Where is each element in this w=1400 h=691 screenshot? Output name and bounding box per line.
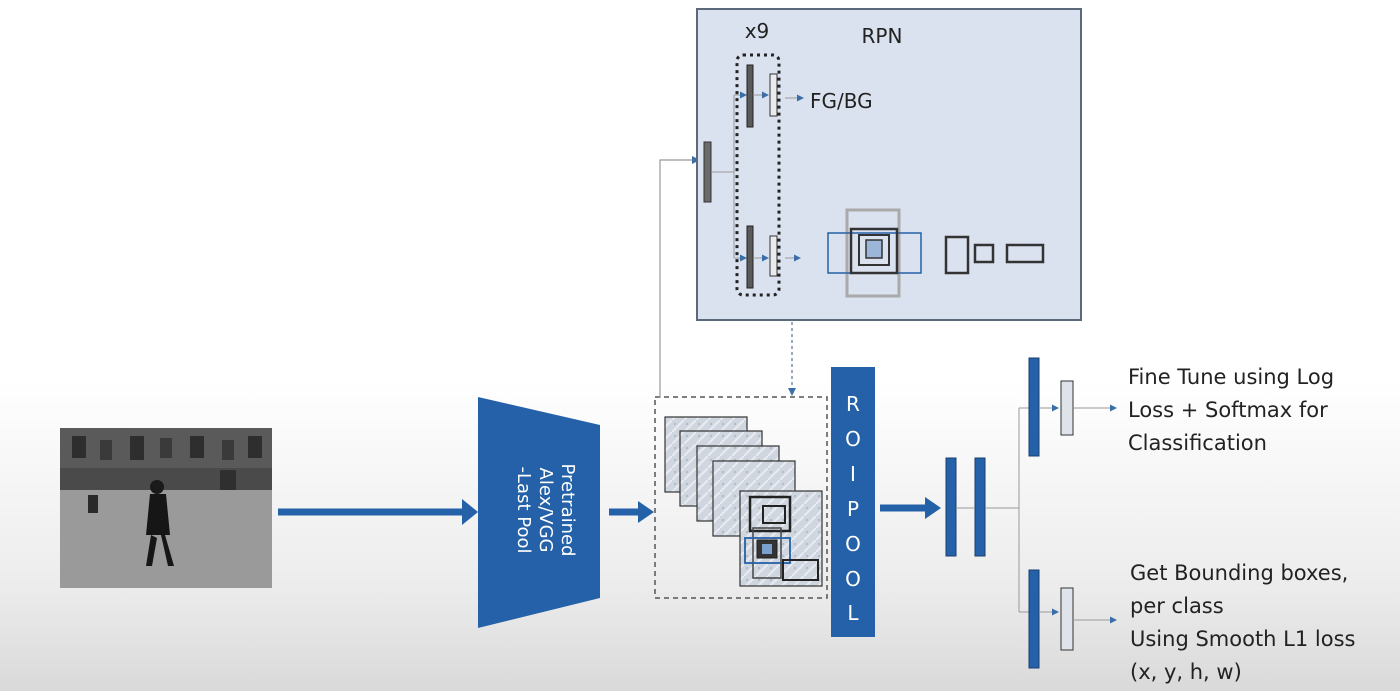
reg-text-line4: (x, y, h, w) xyxy=(1130,660,1242,684)
roi-letter-2: O xyxy=(845,427,861,451)
fc-layer-2 xyxy=(974,457,986,557)
backbone-label-line1: Pretrained xyxy=(557,463,578,556)
backbone-label-line3: -Last Pool xyxy=(513,467,534,554)
fc-layer-1 xyxy=(945,457,957,557)
cls-text-line2: Loss + Softmax for xyxy=(1128,398,1328,422)
backbone-network xyxy=(478,397,600,628)
backbone-label: Pretrained Alex/VGG -Last Pool xyxy=(513,463,578,556)
roi-letter-7: L xyxy=(847,601,859,625)
reg-conv-layer xyxy=(746,225,754,289)
roi-pool-label: R O I P O O L xyxy=(845,392,861,625)
input-arrow-head xyxy=(462,499,478,525)
reg-text-line1: Get Bounding boxes, xyxy=(1130,561,1348,585)
roi-letter-5: O xyxy=(845,532,861,556)
backbone-arrow-head xyxy=(638,501,654,523)
rpn-box xyxy=(696,8,1082,321)
cls-text-line1: Fine Tune using Log xyxy=(1128,365,1334,389)
cls-conv-layer xyxy=(746,64,754,128)
feature-map-stack xyxy=(664,416,823,587)
roi-letter-1: R xyxy=(846,392,860,416)
rpn-multiplier: x9 xyxy=(745,19,770,43)
roi-letter-4: P xyxy=(847,497,859,521)
backbone-label-line2: Alex/VGG xyxy=(535,468,556,553)
cls-score-layer xyxy=(769,73,778,117)
cls-text-line3: Classification xyxy=(1128,431,1267,455)
rpn-conv-layer xyxy=(703,141,712,203)
anchor-group-box xyxy=(735,53,781,297)
rpn-title: RPN xyxy=(862,24,903,48)
reg-bbox-output-layer xyxy=(1060,587,1074,651)
person-figure xyxy=(146,480,174,566)
input-image xyxy=(60,428,272,588)
reg-fc-layer xyxy=(1028,569,1040,669)
cls-softmax-layer xyxy=(1060,380,1074,436)
reg-text-line3: Using Smooth L1 loss xyxy=(1130,627,1355,651)
feature-map-container xyxy=(654,396,828,599)
rpn-proposal-arrowhead xyxy=(788,388,796,396)
reg-bbox-layer xyxy=(769,235,778,277)
roi-letter-3: I xyxy=(850,462,856,486)
anchor-boxes xyxy=(827,208,1045,298)
fg-bg-label: FG/BG xyxy=(810,89,873,113)
cls-fc-layer xyxy=(1028,357,1040,457)
rpn-input-line xyxy=(659,159,694,398)
roi-letter-6: O xyxy=(845,567,861,591)
roi-pool-block xyxy=(831,367,875,637)
roi-arrow-head xyxy=(925,497,941,519)
reg-text-line2: per class xyxy=(1130,594,1224,618)
